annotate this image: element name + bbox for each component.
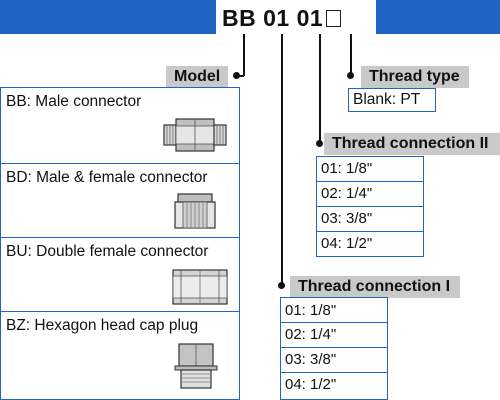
leader-model xyxy=(243,34,245,76)
model-label: BZ: Hexagon head cap plug xyxy=(6,317,199,334)
model-row-bd: BD: Male & female connector xyxy=(1,164,239,238)
model-row-bu: BU: Double female connector xyxy=(1,238,239,312)
model-code-text: BB 01 01 xyxy=(222,5,324,31)
leader-thread-connection-ii xyxy=(319,34,321,145)
leader-thread-connection-i xyxy=(281,34,283,286)
thread-type-placeholder-box xyxy=(326,10,342,27)
thread-connection-ii-row: 03: 3/8" xyxy=(317,207,423,232)
leader-model-dot xyxy=(233,72,240,79)
female-coupling-icon xyxy=(172,269,228,305)
thread-connection-i-row: 01: 1/8" xyxy=(281,298,387,323)
model-label: BD: Male & female connector xyxy=(6,169,208,186)
model-row-bz: BZ: Hexagon head cap plug xyxy=(1,312,239,400)
thread-connection-ii-row: 01: 1/8" xyxy=(317,157,423,182)
model-table: BB: Male connector BD: Male & female con… xyxy=(0,87,240,400)
model-label: BU: Double female connector xyxy=(6,243,209,260)
thread-connection-i-table: 01: 1/8" 02: 1/4" 03: 3/8" 04: 1/2" xyxy=(280,297,388,400)
model-row-bb: BB: Male connector xyxy=(1,88,239,164)
thread-connection-ii-row: 02: 1/4" xyxy=(317,182,423,207)
model-heading: Model xyxy=(166,66,228,88)
leader-model-h xyxy=(236,75,244,77)
hex-nipple-icon xyxy=(163,118,227,152)
leader-thread-type xyxy=(350,34,352,75)
leader-thread-connection-i-dot xyxy=(278,282,285,289)
model-code: BB 01 01 xyxy=(216,0,376,36)
thread-connection-ii-table: 01: 1/8" 02: 1/4" 03: 3/8" 04: 1/2" xyxy=(316,156,424,257)
thread-type-heading: Thread type xyxy=(361,66,469,88)
thread-connection-ii-heading: Thread connection II xyxy=(324,133,500,155)
thread-connection-i-row: 03: 3/8" xyxy=(281,348,387,373)
thread-type-row: Blank: PT xyxy=(353,91,421,108)
leader-thread-connection-ii-dot xyxy=(316,140,323,147)
thread-connection-i-row: 04: 1/2" xyxy=(285,376,337,393)
hex-plug-icon xyxy=(174,343,218,389)
reducing-bushing-icon xyxy=(174,193,216,229)
thread-connection-i-row: 02: 1/4" xyxy=(281,323,387,348)
leader-thread-type-dot xyxy=(347,72,354,79)
thread-type-table: Blank: PT xyxy=(348,88,436,112)
model-label: BB: Male connector xyxy=(6,93,142,110)
thread-connection-i-heading: Thread connection I xyxy=(290,276,460,298)
thread-connection-ii-row: 04: 1/2" xyxy=(321,235,373,252)
